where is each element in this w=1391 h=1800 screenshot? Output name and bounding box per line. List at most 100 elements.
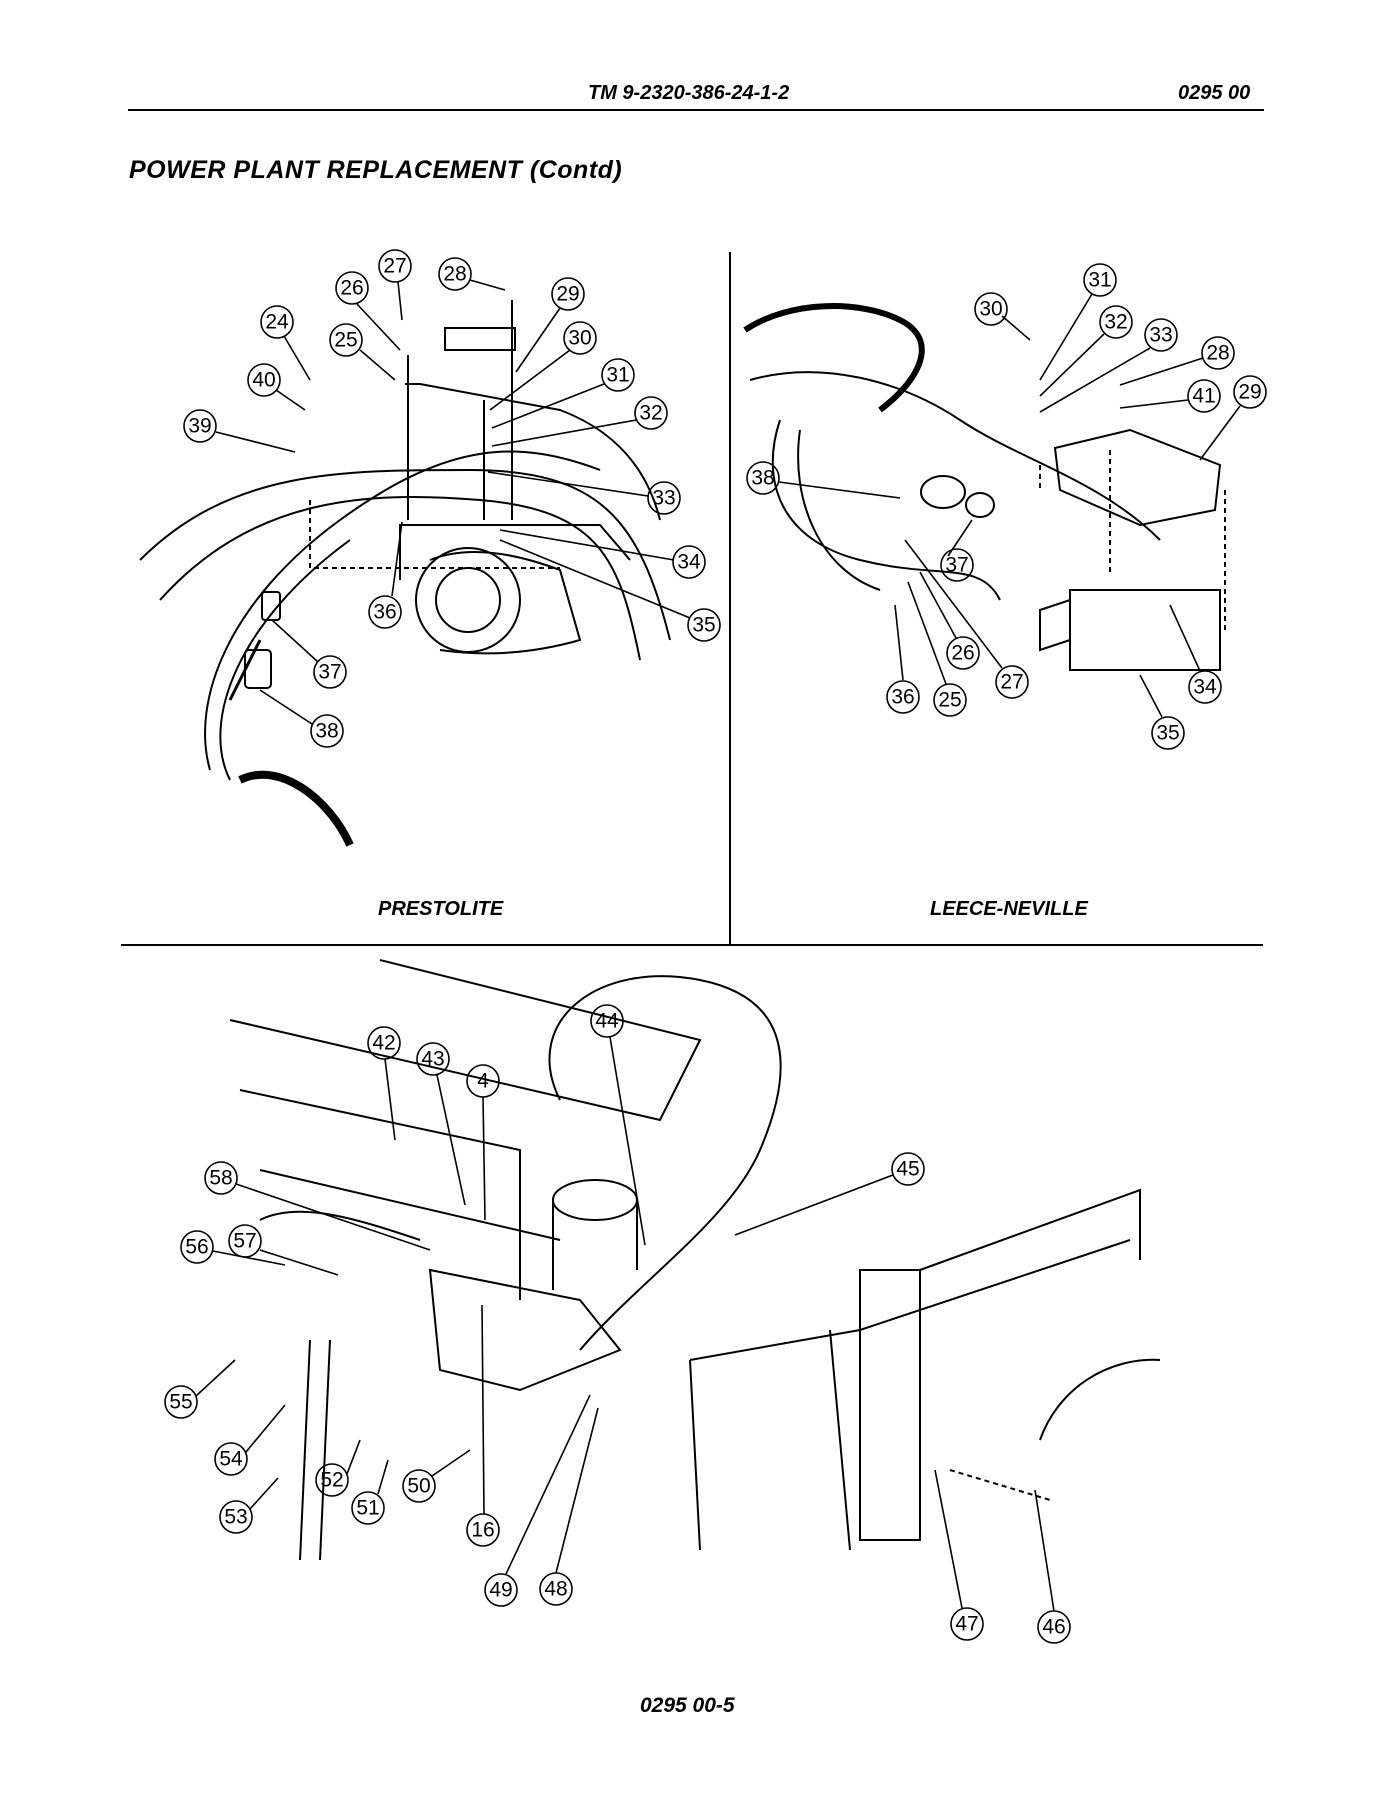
- callout-40-label: 40: [252, 369, 275, 392]
- callout-r-26: 26: [946, 636, 980, 670]
- callout-b-55-label: 55: [169, 1391, 192, 1414]
- callout-r-35: 35: [1151, 716, 1185, 750]
- callout-b-43-label: 43: [421, 1048, 444, 1071]
- callout-39-label: 39: [188, 415, 211, 438]
- callout-37: 37: [313, 655, 347, 689]
- callout-37-label: 37: [318, 661, 341, 684]
- callout-b-58: 58: [204, 1161, 238, 1195]
- callout-32-label: 32: [639, 402, 662, 425]
- callout-b-44-label: 44: [595, 1010, 619, 1033]
- callout-b-16-label: 16: [471, 1519, 494, 1542]
- callout-r-33-label: 33: [1149, 324, 1172, 347]
- callout-31: 31: [601, 358, 635, 392]
- callout-r-38: 38: [746, 461, 780, 495]
- callout-34-label: 34: [677, 551, 701, 574]
- callout-r-27: 27: [995, 665, 1029, 699]
- callout-r-37: 37: [940, 548, 974, 582]
- callout-36-label: 36: [373, 601, 396, 624]
- callout-r-41-label: 41: [1192, 385, 1215, 408]
- callout-r-32: 32: [1099, 305, 1133, 339]
- callout-b-53-label: 53: [224, 1506, 247, 1529]
- callout-b-42-label: 42: [372, 1032, 395, 1055]
- callout-r-27-label: 27: [1000, 671, 1023, 694]
- callout-b-47: 47: [950, 1607, 984, 1641]
- callout-r-30: 30: [974, 292, 1008, 326]
- callout-28-label: 28: [443, 263, 466, 286]
- callout-b-56: 56: [180, 1230, 214, 1264]
- callout-r-36-label: 36: [891, 686, 914, 709]
- callout-39: 39: [183, 409, 217, 443]
- callout-b-51-label: 51: [356, 1497, 379, 1520]
- figure-separator-rule: [121, 944, 1263, 946]
- leader-lines: [195, 279, 1241, 1612]
- callout-36: 36: [368, 595, 402, 629]
- callout-b-52-label: 52: [320, 1469, 343, 1492]
- callout-r-31: 31: [1083, 263, 1117, 297]
- callout-30-label: 30: [568, 327, 591, 350]
- callout-29-label: 29: [556, 283, 579, 306]
- callout-b-42: 42: [367, 1026, 401, 1060]
- callout-27-label: 27: [383, 255, 406, 278]
- callout-b-53: 53: [219, 1500, 253, 1534]
- callout-r-28-label: 28: [1206, 342, 1229, 365]
- prestolite-illustration: [139, 300, 671, 847]
- callout-33: 33: [647, 481, 681, 515]
- callout-r-34-label: 34: [1193, 676, 1217, 699]
- callout-33-label: 33: [652, 487, 675, 510]
- callout-b-16: 16: [466, 1513, 500, 1547]
- callout-38: 38: [310, 714, 344, 748]
- callout-b-4-label: 4: [477, 1070, 489, 1093]
- callout-b-50: 50: [402, 1469, 436, 1503]
- callout-r-32-label: 32: [1104, 311, 1127, 334]
- callout-32: 32: [634, 396, 668, 430]
- callout-r-33: 33: [1144, 318, 1178, 352]
- callout-38-label: 38: [315, 720, 338, 743]
- callout-25-label: 25: [334, 329, 357, 352]
- callout-r-41: 41: [1187, 379, 1221, 413]
- callout-r-28: 28: [1201, 336, 1235, 370]
- extra-text: 1 2 3 4 5 6 7 8 9: [0, 0, 1, 1]
- callout-r-38-label: 38: [751, 467, 774, 490]
- callout-r-31-label: 31: [1088, 269, 1111, 292]
- figure-divider: [729, 252, 731, 944]
- work-package-number: 0295 00: [1178, 82, 1251, 104]
- callout-b-56-label: 56: [185, 1236, 208, 1259]
- callout-r-29: 29: [1233, 375, 1267, 409]
- callout-30: 30: [563, 321, 597, 355]
- callout-b-46: 46: [1037, 1610, 1071, 1644]
- callout-b-52: 52: [315, 1463, 349, 1497]
- caption-leece-neville: LEECE-NEVILLE: [930, 898, 1088, 920]
- callout-r-37-label: 37: [945, 554, 968, 577]
- callout-r-25: 25: [933, 683, 967, 717]
- callout-35: 35: [687, 608, 721, 642]
- callout-24: 24: [260, 305, 294, 339]
- callout-b-46-label: 46: [1042, 1616, 1065, 1639]
- callout-b-57: 57: [228, 1224, 262, 1258]
- page-number: 0295 00-5: [640, 1694, 735, 1717]
- callouts: 24 40 39 26 27 28 25 29 30 31 32 33 34 3…: [164, 249, 1267, 1644]
- callout-34: 34: [672, 545, 706, 579]
- callout-b-45: 45: [891, 1152, 925, 1186]
- callout-r-35-label: 35: [1156, 722, 1179, 745]
- callout-b-48: 48: [539, 1572, 573, 1606]
- callout-31-label: 31: [606, 364, 629, 387]
- callout-b-45-label: 45: [896, 1158, 919, 1181]
- callout-b-57-label: 57: [233, 1230, 256, 1253]
- leece-neville-illustration: [743, 303, 1226, 671]
- callout-b-49-label: 49: [489, 1579, 512, 1602]
- callout-40: 40: [247, 363, 281, 397]
- callout-b-47-label: 47: [955, 1613, 978, 1636]
- callout-24-label: 24: [265, 311, 289, 334]
- callout-b-54: 54: [214, 1442, 248, 1476]
- callout-b-51: 51: [351, 1491, 385, 1525]
- page-title: POWER PLANT REPLACEMENT (Contd): [129, 156, 623, 184]
- callout-b-55: 55: [164, 1385, 198, 1419]
- callout-25: 25: [329, 323, 363, 357]
- callout-29: 29: [551, 277, 585, 311]
- callout-35-label: 35: [692, 614, 715, 637]
- document-number: TM 9-2320-386-24-1-2: [588, 82, 790, 104]
- callout-26-label: 26: [340, 277, 363, 300]
- callout-r-25-label: 25: [938, 689, 961, 712]
- callout-b-54-label: 54: [219, 1448, 243, 1471]
